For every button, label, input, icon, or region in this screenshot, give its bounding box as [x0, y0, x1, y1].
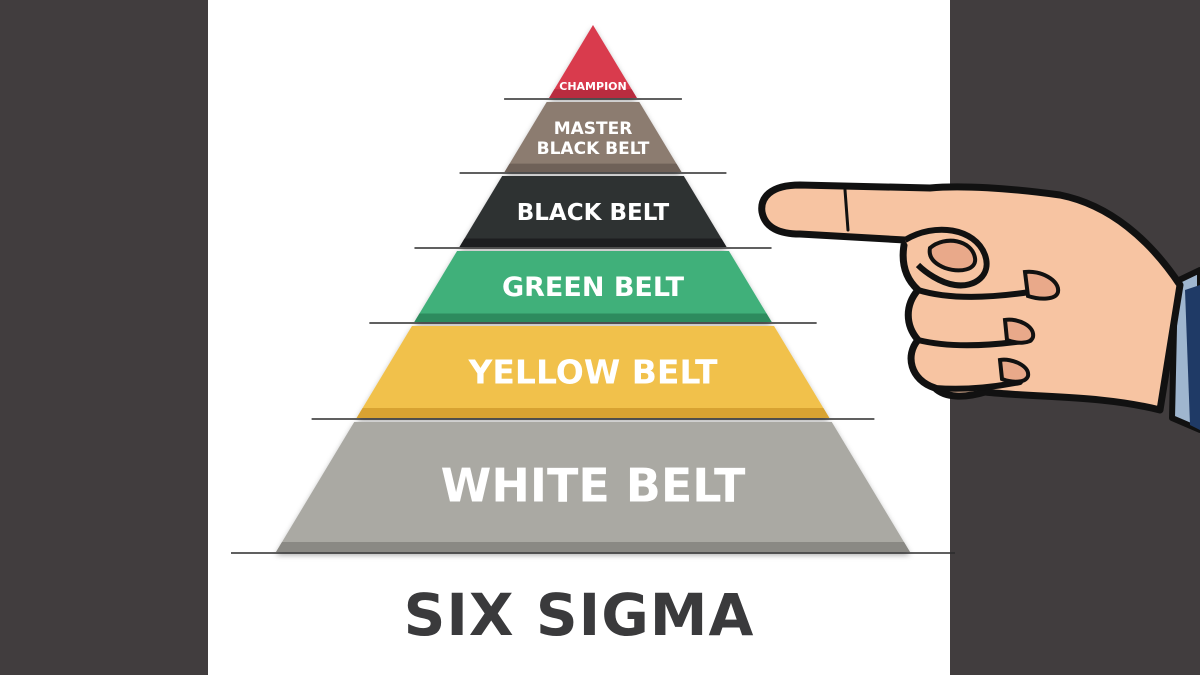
tier-label: GREEN BELT	[502, 272, 685, 303]
tier-label: MASTER	[554, 119, 633, 139]
tier-label: CHAMPION	[559, 80, 626, 93]
pyramid-tier: CHAMPION	[504, 25, 682, 100]
tier-label: YELLOW BELT	[467, 353, 718, 392]
tier-label: BLACK BELT	[517, 200, 670, 226]
pyramid-tier: YELLOW BELT	[311, 326, 875, 420]
tier-shape	[459, 176, 727, 247]
pyramid-tier: GREEN BELT	[369, 251, 817, 324]
tier-shade	[414, 313, 772, 322]
tier-label: WHITE BELT	[441, 459, 746, 513]
tier-shape	[504, 102, 682, 172]
tier-shade	[549, 89, 637, 98]
tier-label: BLACK BELT	[537, 139, 650, 159]
pyramid-tier: WHITE BELT	[231, 422, 955, 554]
tier-shade	[459, 238, 727, 247]
tier-shade	[356, 408, 830, 418]
tier-shape	[356, 326, 830, 418]
tier-shade	[504, 163, 682, 172]
diagram-title: SIX SIGMA	[403, 581, 755, 649]
tier-shape	[276, 422, 910, 552]
tier-shape	[549, 25, 637, 98]
pyramid-tier: BLACK BELT	[414, 176, 772, 249]
tier-shape	[414, 251, 772, 322]
tier-shade	[276, 542, 910, 552]
pointing-hand-icon	[758, 181, 1200, 433]
